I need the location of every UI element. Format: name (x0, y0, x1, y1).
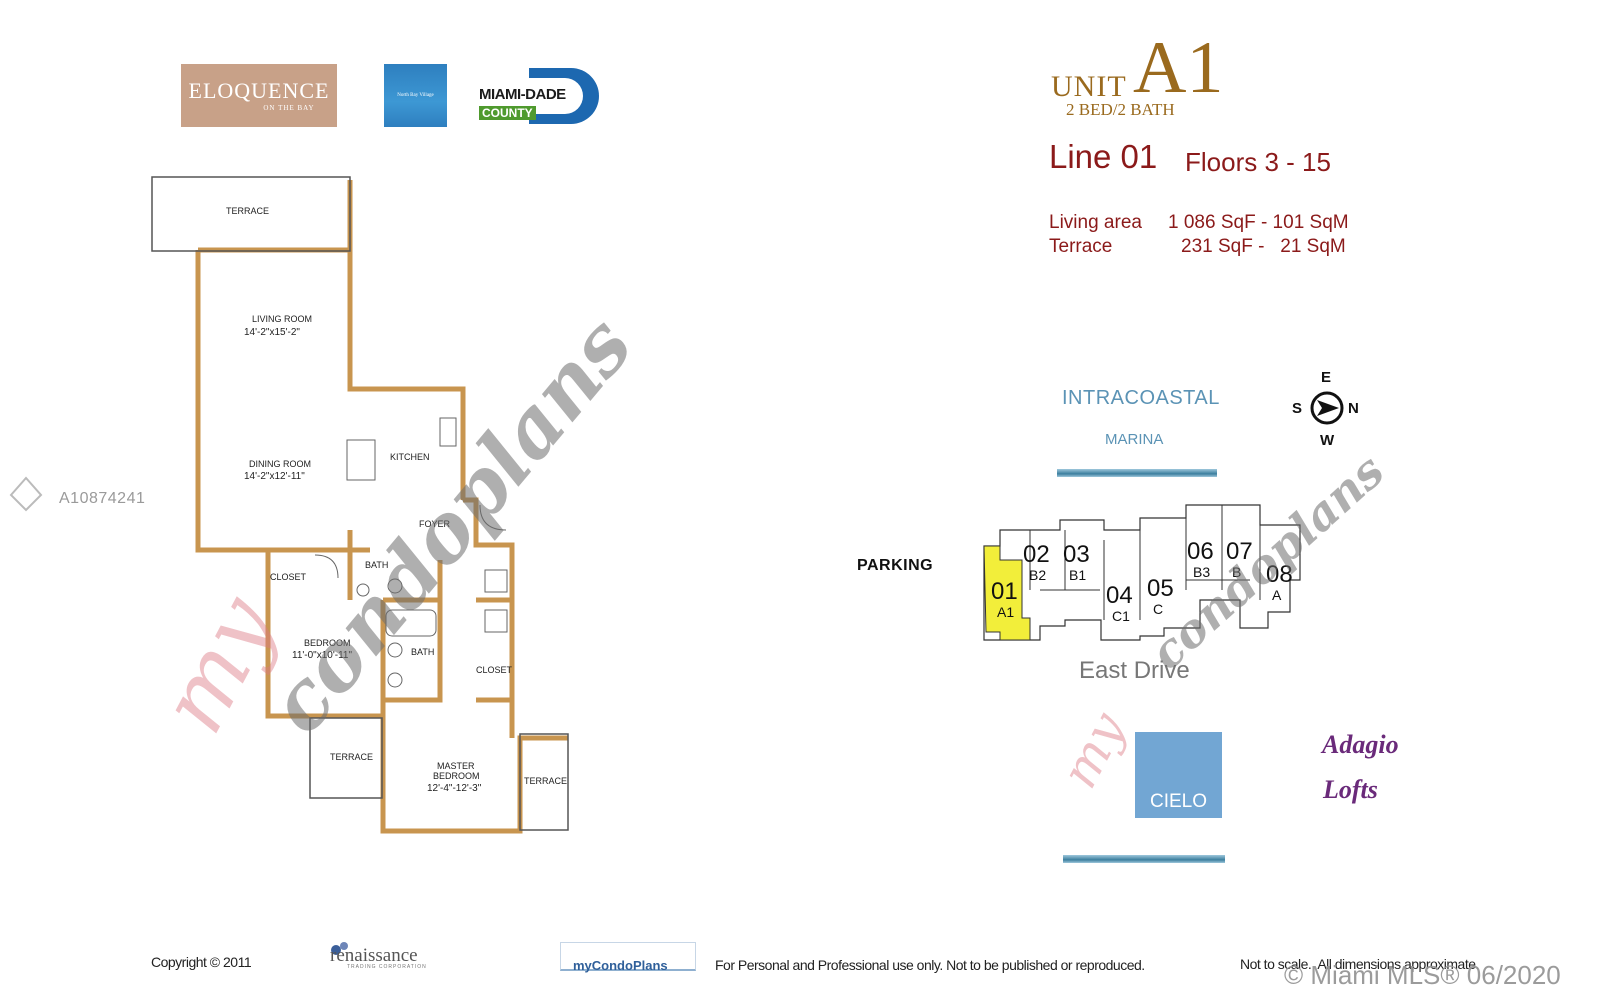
line-label: Line 01 (1049, 138, 1158, 175)
unit-type-01: A1 (997, 604, 1015, 620)
room-terrace-bottom-left: TERRACE (330, 752, 373, 762)
terrace-label: Terrace (1049, 236, 1113, 257)
unit-type-05: C (1153, 601, 1164, 617)
mycondoplans-logo (560, 942, 696, 971)
site-plan-dividers (1029, 505, 1261, 620)
compass-south: S (1292, 400, 1303, 417)
compass-north: N (1348, 400, 1359, 417)
unit-type-06: B3 (1193, 564, 1211, 580)
parking-label: PARKING (857, 557, 934, 574)
floor-plan-labels: TERRACE LIVING ROOM 14'-2"x15'-2" DINING… (226, 206, 567, 794)
marina-label: MARINA (1105, 431, 1164, 448)
disclaimer-text: For Personal and Professional use only. … (715, 957, 1145, 973)
compass (1310, 391, 1344, 425)
living-area-label: Living area (1049, 212, 1142, 233)
cielo-label: CIELO (1149, 791, 1208, 812)
room-master-line2: BEDROOM (433, 771, 480, 781)
mls-id: A10874241 (59, 490, 146, 507)
north-bay-village-logo: North Bay Village (384, 64, 447, 127)
unit-number-05: 05 (1147, 575, 1174, 602)
unit-type-04: C1 (1112, 608, 1130, 624)
miami-dade-d-inner (529, 78, 583, 114)
lofts-label: Lofts (1323, 775, 1378, 804)
living-area-value: 1 086 SqF - 101 SqM (1168, 212, 1349, 233)
unit-01-highlight (983, 545, 1031, 641)
terrace-value: 231 SqF - 21 SqM (1181, 236, 1346, 257)
room-bath-lower: BATH (411, 647, 434, 657)
room-bath-upper: BATH (365, 560, 388, 570)
unit-type-03: B1 (1069, 567, 1087, 583)
unit-number-06: 06 (1187, 538, 1214, 565)
site-plan-building (983, 504, 1301, 641)
eloquence-logo: ELOQUENCE ON THE BAY (181, 64, 337, 127)
room-kitchen: KITCHEN (390, 452, 430, 462)
eloquence-logo-text: ELOQUENCE (188, 77, 330, 103)
room-master-dim: 12'-4"-12'-3" (427, 783, 482, 794)
unit-number-07: 07 (1226, 538, 1253, 565)
room-terrace-bottom-right: TERRACE (524, 776, 567, 786)
renaissance-logo-icon (331, 942, 348, 955)
unit-type-08: A (1272, 587, 1282, 603)
room-closet-left: CLOSET (270, 572, 307, 582)
room-foyer: FOYER (419, 519, 451, 529)
terrace-outlines (151, 176, 569, 831)
bed-bath-label: 2 BED/2 BATH (1066, 100, 1175, 119)
copyright-text: Copyright © 2011 (151, 954, 252, 970)
cielo-building: CIELO (1135, 732, 1222, 818)
nbv-caption: North Bay Village (397, 93, 434, 98)
compass-west: W (1320, 432, 1335, 449)
compass-east: E (1321, 369, 1332, 386)
unit-type-07: B (1232, 564, 1242, 580)
room-living: LIVING ROOM (252, 314, 312, 324)
unit-code: A1 (1133, 27, 1224, 109)
renaissance-logo-text: renaissance (330, 945, 418, 966)
unit-number-01: 01 (991, 578, 1018, 605)
unit-type-02: B2 (1029, 567, 1047, 583)
scale-note: Not to scale. All dimensions approximate… (1240, 956, 1479, 972)
room-bedroom: BEDROOM (304, 638, 351, 648)
eloquence-logo-subtext: ON THE BAY (263, 103, 315, 112)
intracoastal-label: INTRACOASTAL (1062, 387, 1220, 409)
unit-number-03: 03 (1063, 541, 1090, 568)
miami-dade-text: MIAMI-DADE (479, 86, 566, 103)
mycondoplans-text: myCondoPlans (573, 958, 668, 973)
renaissance-subtext: TRADING CORPORATION (347, 964, 427, 970)
room-closet-right: CLOSET (476, 665, 513, 675)
adagio-label: Adagio (1322, 730, 1399, 759)
room-dining: DINING ROOM (249, 459, 311, 469)
room-bedroom-dim: 11'-0"x10'-11" (292, 650, 352, 661)
east-drive-label: East Drive (1079, 657, 1190, 684)
unit-number-08: 08 (1266, 561, 1293, 588)
unit-word: UNIT (1051, 70, 1127, 103)
room-terrace-top: TERRACE (226, 206, 269, 216)
unit-number-02: 02 (1023, 541, 1050, 568)
miami-dade-county-logo: MIAMI-DADE COUNTY (479, 68, 599, 124)
floors-label: Floors 3 - 15 (1185, 147, 1331, 177)
unit-number-04: 04 (1106, 582, 1133, 609)
room-living-dim: 14'-2"x15'-2" (244, 327, 300, 338)
mls-watermark-icon (9, 476, 43, 512)
fixtures (314, 417, 508, 688)
bottom-water-bar (1063, 855, 1225, 863)
mls-credit: © Miami MLS® 06/2020 (1284, 960, 1561, 990)
room-master-line1: MASTER (437, 761, 475, 771)
room-dining-dim: 14'-2"x12'-11" (244, 471, 305, 482)
county-text: COUNTY (479, 106, 536, 120)
marina-water-bar (1057, 469, 1217, 477)
